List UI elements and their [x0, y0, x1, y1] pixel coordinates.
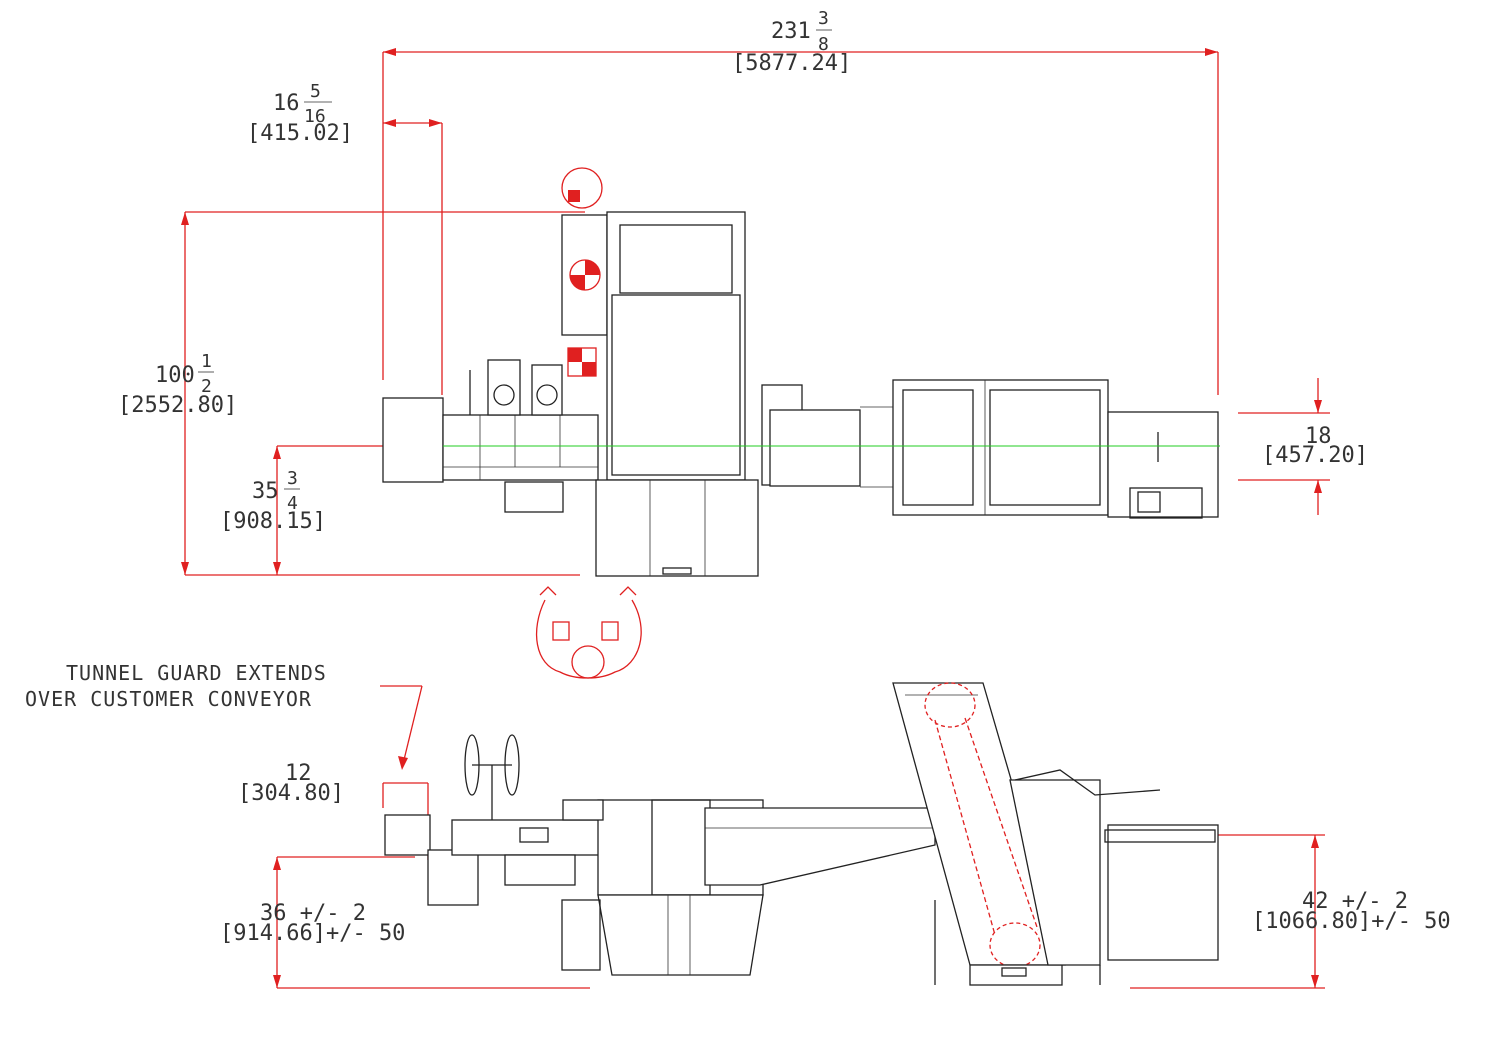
centerline-offset-whole: 35	[252, 479, 279, 504]
tunnel-extension-whole: 12	[285, 761, 312, 786]
dimension-labels: 231 3 8 [5877.24] 16 5 16 [415.02] 100 1…	[25, 8, 1451, 946]
overall-length-metric: [5877.24]	[732, 51, 851, 76]
guard-offset-num: 5	[310, 81, 321, 102]
overall-length-num: 3	[818, 8, 829, 29]
guard-offset-metric: [415.02]	[247, 121, 353, 146]
overall-width-whole: 100	[155, 363, 195, 388]
dimension-lines	[181, 48, 1330, 989]
side-view-machine	[384, 682, 1219, 986]
safety-symbols	[561, 167, 603, 377]
tunnel-guard-note-line1: TUNNEL GUARD EXTENDS	[66, 661, 327, 685]
guard-offset-den: 16	[304, 106, 326, 127]
warning-icon	[561, 167, 603, 209]
guard-offset-whole: 16	[273, 91, 300, 116]
overall-length-whole: 231	[771, 19, 811, 44]
outfeed-height-metric: [1066.80]+/- 50	[1252, 909, 1451, 934]
conveyor-width-whole: 18	[1305, 424, 1332, 449]
centerline-offset-den: 4	[287, 493, 298, 514]
overall-length-den: 8	[818, 34, 829, 55]
infeed-height-main: 36 +/- 2	[260, 901, 366, 926]
overall-width-num: 1	[201, 351, 212, 372]
infeed-height-metric: [914.66]+/- 50	[220, 921, 405, 946]
centerline-offset-num: 3	[287, 468, 298, 489]
conveyor-width-metric: [457.20]	[1262, 443, 1368, 468]
outfeed-height-main: 42 +/- 2	[1302, 889, 1408, 914]
tunnel-guard-note-line2: OVER CUSTOMER CONVEYOR	[25, 687, 312, 711]
tunnel-extension-metric: [304.80]	[238, 781, 344, 806]
centerline-offset-metric: [908.15]	[220, 509, 326, 534]
overall-width-metric: [2552.80]	[118, 393, 237, 418]
top-view-machine	[382, 211, 1220, 577]
overall-width-den: 2	[201, 376, 212, 397]
operator-figure-icon	[535, 586, 642, 679]
